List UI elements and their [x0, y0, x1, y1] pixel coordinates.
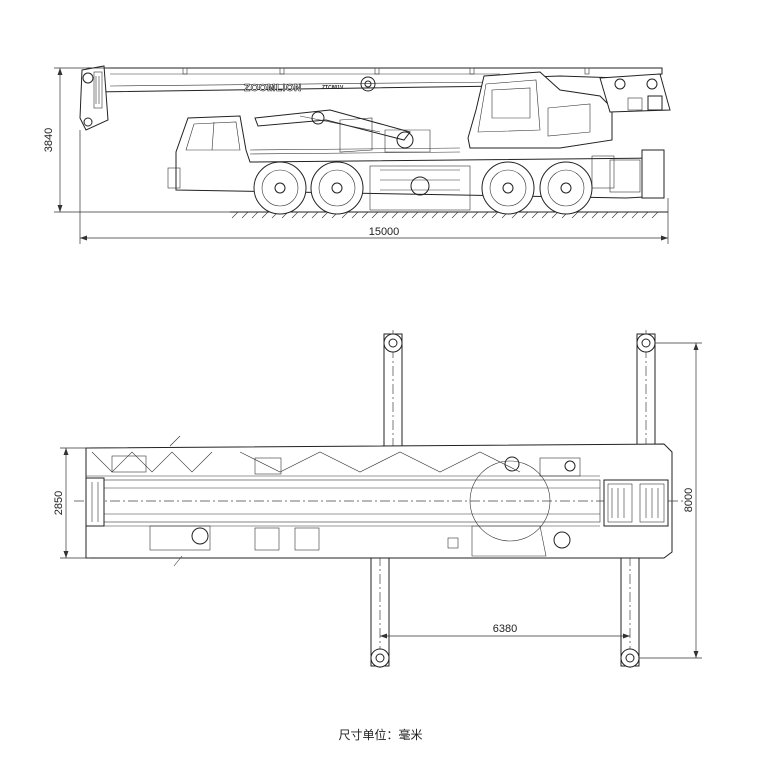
unit-caption: 尺寸单位：毫米 — [338, 728, 423, 742]
outrigger-spacing-dimension-label: 6380 — [493, 623, 517, 635]
side-wheels — [253, 161, 593, 215]
outrigger-rear-right — [620, 555, 640, 668]
outrigger-span-dimension — [639, 342, 702, 659]
top-view: 2850 8000 6380 — [53, 330, 702, 668]
boom-head-top — [85, 477, 105, 527]
slewing-ring — [469, 460, 551, 542]
outrigger-front-right — [370, 555, 390, 668]
outrigger-front-left — [383, 330, 403, 449]
ground-line — [230, 211, 668, 219]
wheel-1 — [253, 161, 307, 215]
rear-block-top — [603, 479, 669, 527]
wheel-3 — [481, 161, 535, 215]
width-dimension-label: 2850 — [53, 491, 65, 515]
boom-pivot-ring — [360, 76, 376, 92]
wheel-4 — [539, 161, 593, 215]
boom-brand-label: ZOOMLION — [244, 83, 302, 94]
telescopic-boom — [87, 67, 663, 93]
superstructure — [467, 71, 671, 149]
luffing-cylinder — [254, 109, 411, 141]
wheel-2 — [310, 161, 364, 215]
boom-model-label: ZTC801V — [322, 85, 344, 91]
carrier-body-top — [74, 435, 690, 567]
boom-head — [79, 65, 109, 131]
height-dimension-label: 3840 — [43, 128, 55, 152]
width-dimension — [60, 447, 90, 559]
height-dimension — [54, 67, 230, 213]
outrigger-rear-left — [636, 330, 656, 449]
length-dimension — [79, 130, 669, 244]
length-dimension-label: 15000 — [369, 226, 400, 238]
outrigger-spacing-dimension — [380, 633, 630, 639]
outrigger-span-dimension-label: 8000 — [683, 488, 695, 512]
side-view: ZOOMLION ZTC801V — [43, 65, 671, 244]
